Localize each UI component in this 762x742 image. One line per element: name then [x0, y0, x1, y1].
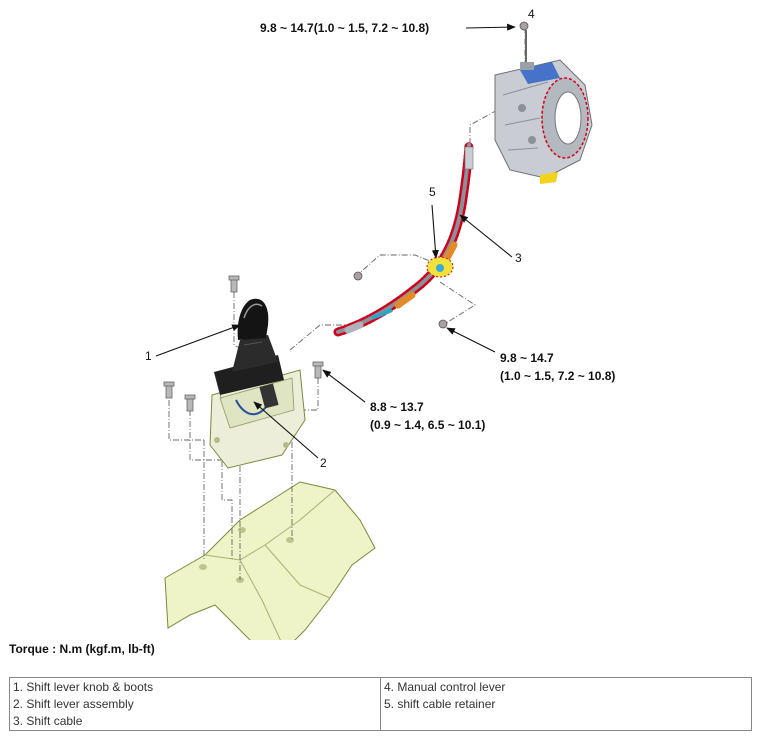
- callout-4: 4: [528, 7, 535, 21]
- torque-label-manual-lever: 9.8 ~ 14.7(1.0 ~ 1.5, 7.2 ~ 10.8): [260, 21, 429, 35]
- legend-column-right: 4. Manual control lever 5. shift cable r…: [380, 678, 751, 730]
- transaxle-housing: [494, 59, 593, 184]
- legend-item: 3. Shift cable: [13, 714, 83, 728]
- shift-cable-retainer: [426, 256, 454, 278]
- torque-label-lever-bolt-line2: (0.9 ~ 1.4, 6.5 ~ 10.1): [370, 418, 485, 432]
- callout-2: 2: [320, 456, 327, 470]
- legend-item: 1. Shift lever knob & boots: [13, 680, 154, 694]
- torque-label-retainer-line1: 9.8 ~ 14.7: [500, 351, 554, 365]
- torque-label-lever-bolt-line1: 8.8 ~ 13.7: [370, 400, 424, 414]
- manual-control-lever: [520, 30, 534, 70]
- callout-1: 1: [145, 349, 152, 363]
- assembly-guide-lines: [168, 28, 526, 580]
- callout-arrows: [155, 23, 516, 459]
- legend-item: 2. Shift lever assembly: [13, 697, 134, 711]
- shift-cable-exploded-diagram: 1 2 3 4 5 9.8 ~ 14.7(1.0 ~ 1.5, 7.2 ~ 10…: [145, 7, 615, 640]
- shift-cable: [333, 140, 474, 337]
- parts-legend-table: 1. Shift lever knob & boots 2. Shift lev…: [9, 677, 752, 731]
- torque-label-retainer-line2: (1.0 ~ 1.5, 7.2 ~ 10.8): [500, 369, 615, 383]
- torque-units-caption: Torque : N.m (kgf.m, lb-ft): [9, 642, 155, 656]
- callout-3: 3: [515, 251, 522, 265]
- shift-lever-knob-and-boot: [232, 298, 278, 372]
- legend-item: 5. shift cable retainer: [384, 697, 496, 711]
- floor-tunnel-panel: [164, 481, 376, 640]
- callout-5: 5: [429, 185, 436, 199]
- legend-column-left: 1. Shift lever knob & boots 2. Shift lev…: [10, 678, 380, 730]
- lever-mounting-bolts: [163, 275, 324, 412]
- shift-lever-assembly: [209, 355, 306, 469]
- retainer-nuts: [353, 21, 529, 329]
- legend-item: 4. Manual control lever: [384, 680, 506, 694]
